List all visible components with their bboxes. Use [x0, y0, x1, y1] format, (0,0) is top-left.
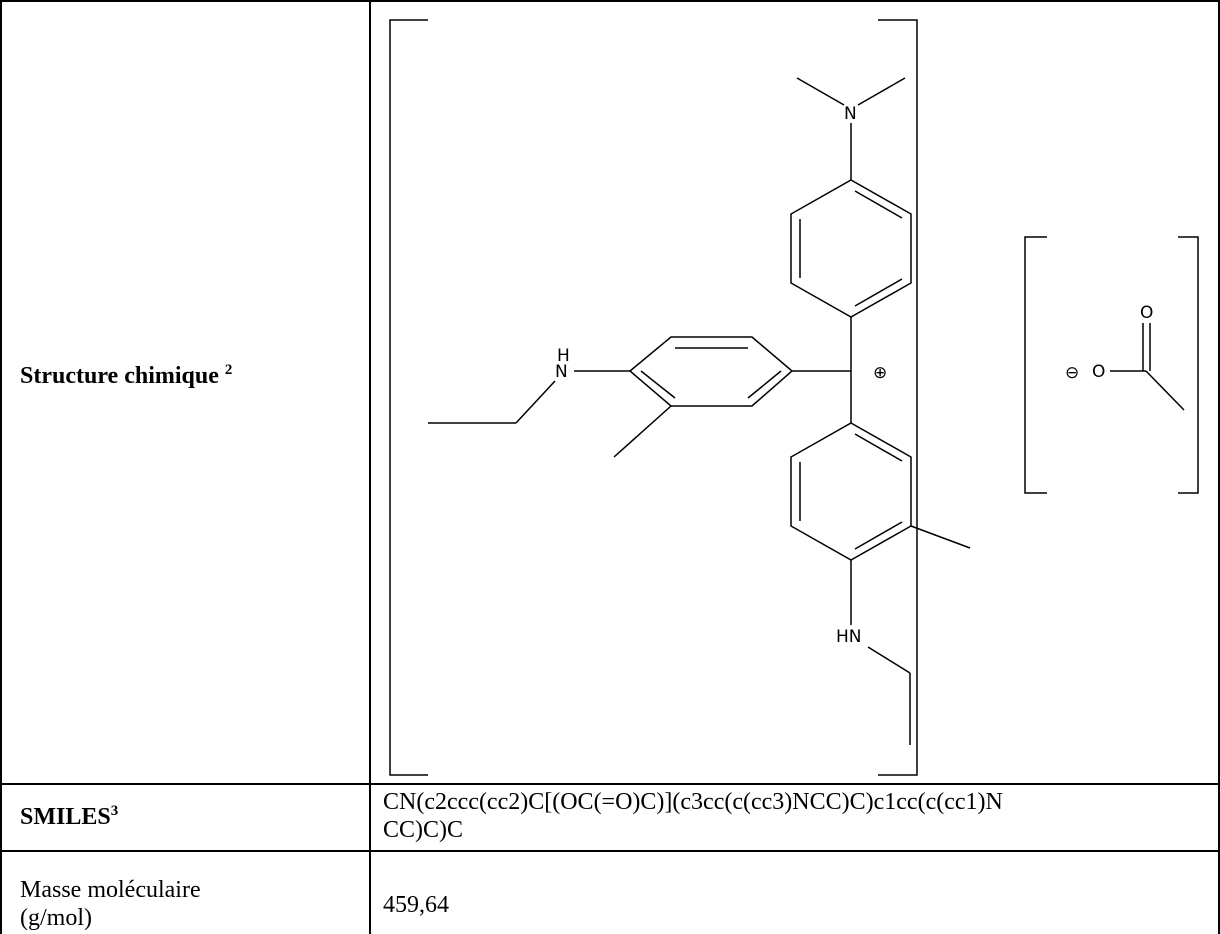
- bottom-ring: [790, 422, 912, 561]
- bond-me-n-left: [796, 77, 845, 106]
- molar-mass-label-line1: Masse moléculaire: [20, 877, 201, 903]
- structure-footnote-ref: 2: [224, 362, 233, 378]
- top-ring-db1: [854, 190, 903, 219]
- left-ring-db2: [640, 370, 676, 399]
- bond-left-methyl: [613, 405, 672, 458]
- atom-h-left: H: [557, 346, 570, 366]
- molar-mass-value: 459,64: [383, 892, 449, 918]
- atom-o-anion: O: [1092, 362, 1105, 382]
- bond-hn-ethyl: [867, 646, 911, 674]
- anion-bracket-left: [1024, 236, 1047, 494]
- atom-hn-bottom: HN: [836, 627, 862, 647]
- charge-plus: ⊕: [873, 363, 887, 383]
- smiles-value: CN(c2ccc(cc2)C[(OC(=O)C)](c3cc(c(cc3)NCC…: [383, 788, 1003, 844]
- bond-c-me: [1145, 370, 1185, 411]
- cation-bracket-left: [389, 19, 428, 776]
- smiles-label: SMILES3: [20, 803, 118, 831]
- column-divider: [369, 0, 371, 934]
- structure-label: Structure chimique 2: [20, 362, 232, 390]
- atom-n-left: N: [555, 362, 568, 382]
- cation-bracket-right: [878, 19, 918, 776]
- top-ring: [790, 179, 912, 318]
- bond-nh-ethyl: [515, 380, 556, 424]
- chemical-structure-drawing: N H N HN O O ⊕ ⊖: [389, 19, 1199, 776]
- table-border-left: [0, 0, 2, 934]
- charge-minus: ⊖: [1065, 363, 1079, 383]
- bond-me-n-right: [857, 77, 906, 106]
- molar-mass-label: Masse moléculaire (g/mol): [20, 876, 201, 932]
- row-divider-1: [0, 783, 1220, 785]
- bottom-ring-db2: [854, 521, 903, 550]
- molar-mass-label-line2: (g/mol): [20, 905, 92, 931]
- structure-label-text: Structure chimique: [20, 363, 219, 389]
- row-divider-2: [0, 850, 1220, 852]
- table-border-top: [0, 0, 1220, 2]
- smiles-footnote-ref: 3: [110, 803, 119, 819]
- left-ring-db3: [747, 370, 782, 399]
- top-ring-db2: [854, 278, 903, 307]
- bond-bottom-methyl: [910, 525, 971, 549]
- atom-n-top: N: [844, 104, 857, 124]
- anion-bracket-right: [1178, 236, 1199, 494]
- smiles-value-line1: CN(c2ccc(cc2)C[(OC(=O)C)](c3cc(c(cc3)NCC…: [383, 789, 1003, 815]
- smiles-value-line2: CC)C)C: [383, 817, 464, 843]
- smiles-label-text: SMILES: [20, 804, 111, 830]
- atom-o-carbonyl: O: [1140, 303, 1153, 323]
- table-border-right: [1218, 0, 1220, 934]
- bottom-ring-db1: [854, 433, 903, 462]
